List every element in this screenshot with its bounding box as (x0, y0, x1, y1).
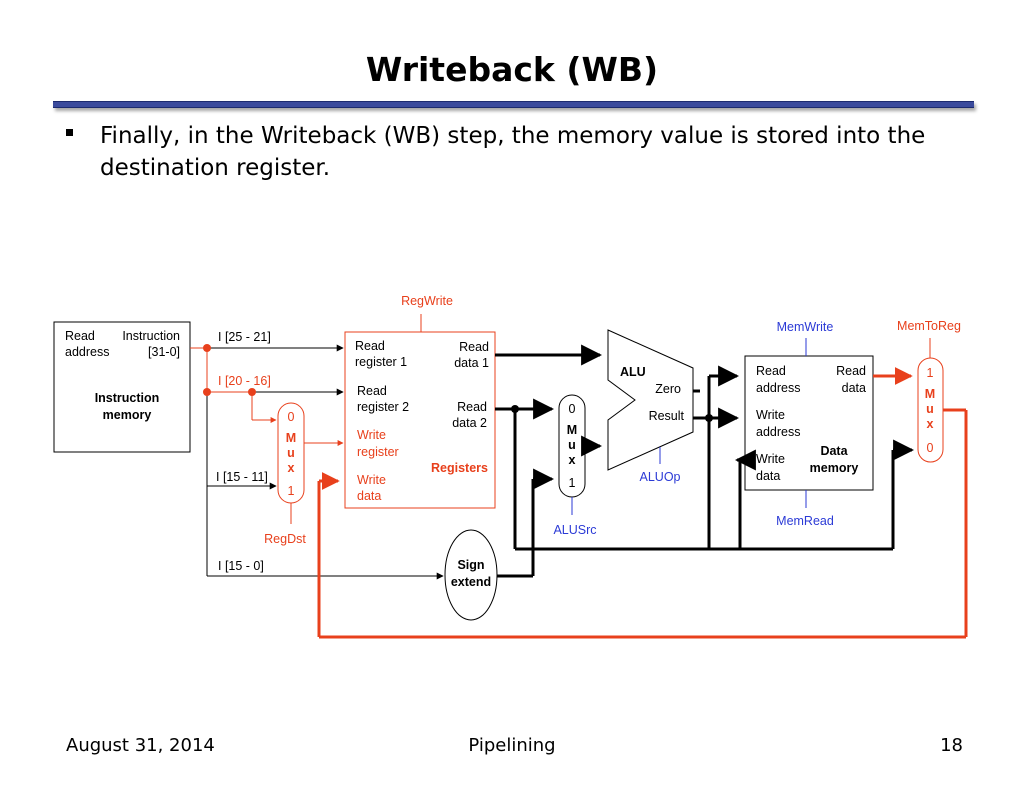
im-bits-label: [31-0] (148, 345, 180, 359)
rf-read-reg1-a: Read (355, 339, 385, 353)
alusrc-label: ALUSrc (553, 523, 596, 537)
alusrc-mux-in1: 1 (569, 476, 576, 490)
regdst-mux-x: x (288, 461, 295, 475)
alusrc-mux: 0 M u x 1 (558, 394, 586, 498)
rf-read-reg2-a: Read (357, 384, 387, 398)
dm-name-line1: Data (820, 444, 848, 458)
alusrc-mux-u: u (568, 438, 576, 452)
junction-dots (203, 344, 713, 422)
sign-extend: Sign extend (444, 529, 498, 621)
dm-write-data-a: Write (756, 452, 785, 466)
memtoreg-mux-u: u (926, 402, 934, 416)
dm-write-addr-a: Write (756, 408, 785, 422)
dm-write-addr-b: address (756, 425, 800, 439)
alu-result-label: Result (649, 409, 685, 423)
title-rule (53, 101, 974, 108)
alusrc-mux-x: x (569, 453, 576, 467)
im-name-line1: Instruction (95, 391, 160, 405)
rf-read-reg2-b: register 2 (357, 400, 409, 414)
rf-read-data2-b: data 2 (452, 416, 487, 430)
rf-name: Registers (431, 461, 488, 475)
regwrite-label: RegWrite (401, 294, 453, 308)
control-lines (290, 314, 931, 524)
regdst-mux-m: M (286, 431, 296, 445)
rf-read-data2-a: Read (457, 400, 487, 414)
rf-read-data1-a: Read (459, 340, 489, 354)
footer-date: August 31, 2014 (66, 735, 215, 756)
alu-name: ALU (620, 365, 646, 379)
alusrc-mux-m: M (567, 423, 577, 437)
datapath-wires (495, 344, 915, 578)
sign-extend-line1: Sign (457, 558, 484, 572)
bullet-marker (66, 129, 73, 136)
dm-read-addr-b: address (756, 381, 800, 395)
alusrc-mux-in0: 0 (569, 402, 576, 416)
regdst-mux-in0: 0 (288, 410, 295, 424)
data-memory: Read address Write address Write data Re… (744, 355, 874, 491)
regdst-mux: 0 M u x 1 (277, 402, 305, 504)
memtoreg-mux-in1: 1 (927, 366, 934, 380)
regdst-label: RegDst (264, 532, 306, 546)
memread-label: MemRead (776, 514, 834, 528)
field-rs-label: I [25 - 21] (218, 330, 271, 344)
dm-read-data-b: data (842, 381, 866, 395)
memtoreg-label: MemToReg (897, 319, 961, 333)
rf-read-data1-b: data 1 (454, 356, 489, 370)
instruction-memory: Read address Instruction [31-0] Instruct… (53, 321, 191, 453)
aluop-label: ALUOp (640, 470, 681, 484)
im-read-label: Read (65, 329, 95, 343)
memtoreg-mux-m: M (925, 387, 935, 401)
rf-read-reg1-b: register 1 (355, 355, 407, 369)
memtoreg-mux-x: x (927, 417, 934, 431)
alu-zero-label: Zero (655, 382, 681, 396)
sign-extend-line2: extend (451, 575, 491, 589)
field-rt-label: I [20 - 16] (218, 374, 271, 388)
dm-write-data-b: data (756, 469, 780, 483)
dm-name-line2: memory (810, 461, 859, 475)
im-instruction-label: Instruction (122, 329, 180, 343)
writeback-path (317, 367, 968, 639)
register-file: Read register 1 Read register 2 Write re… (344, 331, 496, 509)
dm-read-addr-a: Read (756, 364, 786, 378)
slide-title: Writeback (WB) (365, 50, 659, 89)
im-address-label: address (65, 345, 109, 359)
rf-write-data-a: Write (357, 473, 386, 487)
memtoreg-mux-in0: 0 (927, 441, 934, 455)
rf-write-reg-b: register (357, 445, 399, 459)
bullet-text: Finally, in the Writeback (WB) step, the… (100, 123, 926, 181)
memtoreg-mux: 1 M u x 0 (917, 357, 944, 463)
instruction-field-wires (190, 344, 444, 580)
dm-read-data-a: Read (836, 364, 866, 378)
im-name-line2: memory (103, 408, 152, 422)
field-rd-label: I [15 - 11] (216, 470, 268, 484)
field-imm-label: I [15 - 0] (218, 559, 264, 573)
rf-write-reg-a: Write (357, 428, 386, 442)
footer-page-number: 18 (940, 735, 963, 756)
alu: ALU Zero Result (607, 329, 694, 471)
regdst-mux-in1: 1 (288, 484, 295, 498)
rf-write-data-b: data (357, 489, 381, 503)
regdst-mux-u: u (287, 446, 295, 460)
footer-topic: Pipelining (468, 735, 556, 756)
memwrite-label: MemWrite (777, 320, 834, 334)
